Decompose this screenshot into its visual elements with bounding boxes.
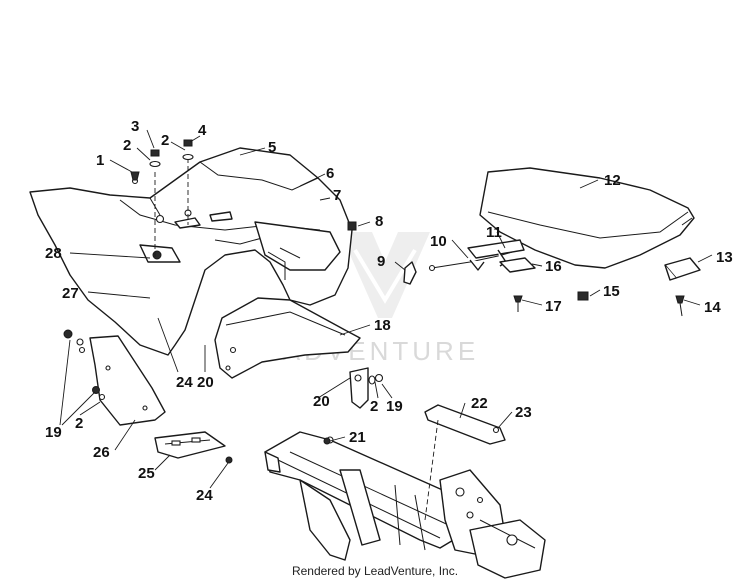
callout-8[interactable]: 8 <box>375 213 383 230</box>
callout-26[interactable]: 26 <box>93 444 110 461</box>
callout-16[interactable]: 16 <box>545 258 562 275</box>
callout-14[interactable]: 14 <box>704 299 721 316</box>
callout-2d[interactable]: 2 <box>370 398 378 415</box>
callout-7[interactable]: 7 <box>333 187 341 204</box>
callout-23[interactable]: 23 <box>515 404 532 421</box>
callout-5[interactable]: 5 <box>268 139 276 156</box>
callout-2c[interactable]: 2 <box>75 415 83 432</box>
callout-21[interactable]: 21 <box>349 429 366 446</box>
skid-plate <box>154 431 233 464</box>
side-panel <box>214 297 361 379</box>
callout-19a[interactable]: 19 <box>45 424 62 441</box>
callout-13[interactable]: 13 <box>716 249 733 266</box>
leader-lines <box>59 129 713 489</box>
callouts: 1 2 3 2 4 5 6 7 8 9 10 11 12 13 14 15 16… <box>45 118 733 504</box>
callout-24b[interactable]: 24 <box>196 487 213 504</box>
callout-18[interactable]: 18 <box>374 317 391 334</box>
callout-11[interactable]: 11 <box>486 224 502 241</box>
callout-25[interactable]: 25 <box>138 465 155 482</box>
callout-2a[interactable]: 2 <box>123 137 131 154</box>
callout-10[interactable]: 10 <box>430 233 447 250</box>
frame-assembly <box>264 431 546 579</box>
callout-9[interactable]: 9 <box>377 253 385 270</box>
callout-3[interactable]: 3 <box>131 118 139 135</box>
callout-6[interactable]: 6 <box>326 165 334 182</box>
callout-24a[interactable]: 24 <box>176 374 193 391</box>
callout-17[interactable]: 17 <box>545 298 562 315</box>
callout-20b[interactable]: 20 <box>313 393 330 410</box>
small-fasteners <box>347 221 685 317</box>
latch-spring <box>403 261 417 285</box>
seat-rear-bracket <box>664 257 701 281</box>
callout-15[interactable]: 15 <box>603 283 620 300</box>
callout-19b[interactable]: 19 <box>386 398 403 415</box>
mud-flap <box>63 329 166 426</box>
latch-bracket <box>499 257 536 273</box>
callout-4[interactable]: 4 <box>198 122 207 139</box>
watermark-logo-icon <box>340 232 430 318</box>
seat <box>479 167 695 269</box>
callout-12[interactable]: 12 <box>604 172 621 189</box>
credit-text: Rendered by LeadVenture, Inc. <box>291 564 459 578</box>
callout-22[interactable]: 22 <box>471 395 488 412</box>
callout-27[interactable]: 27 <box>62 285 79 302</box>
fastener-stack-left <box>130 149 161 260</box>
mount-bracket <box>349 367 384 409</box>
callout-1[interactable]: 1 <box>96 152 104 169</box>
callout-28[interactable]: 28 <box>45 245 62 262</box>
frame-bracket <box>323 404 506 521</box>
callout-2b[interactable]: 2 <box>161 132 169 149</box>
callout-20a[interactable]: 20 <box>197 374 214 391</box>
